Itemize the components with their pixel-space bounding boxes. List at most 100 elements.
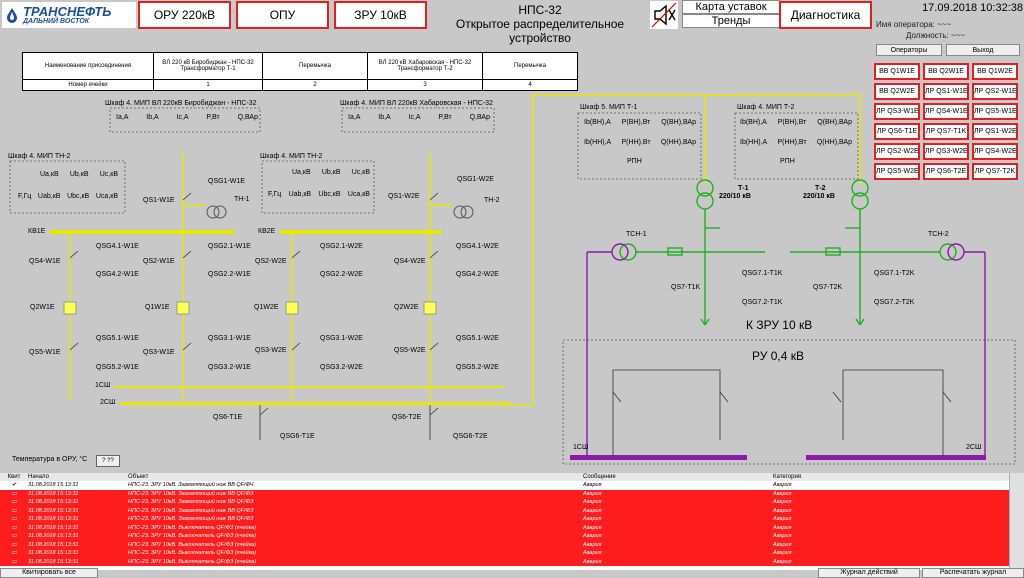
t1-panel [577, 112, 702, 180]
col-message[interactable]: Сообщение [583, 474, 616, 480]
label-qs4w1e: QS4-W1E [29, 258, 61, 265]
datetime-display: 17.09.2018 10:32:38 [922, 2, 1023, 14]
label-qsg41w1e: QSG4.1-W1E [96, 243, 139, 250]
nav-opu-button[interactable]: ОПУ [236, 1, 329, 29]
q1w2e-breaker [285, 301, 299, 315]
label-qsg72t1k: QSG7.2-T1K [742, 299, 783, 306]
breaker-button[interactable]: ЛР QS7-T2K [972, 163, 1018, 180]
label-qsg42w1e: QSG4.2-W1E [96, 271, 139, 278]
th-panel-1 [9, 160, 126, 214]
feeder-cell: ВЛ 220 кВ Биробиджан - НПС-32 Трансформа… [153, 52, 263, 80]
th1-title: Шкаф 4. МИП ТН-2 [8, 153, 71, 160]
label-t2: Т-2 [815, 185, 826, 192]
label-bus2: 2СШ [100, 399, 116, 406]
label-qs6t2e: QS6-T2E [392, 414, 422, 421]
label-qs5w2e: QS5-W2E [394, 347, 426, 354]
breaker-button[interactable]: ЛР QS4-W2E [972, 143, 1018, 160]
col-ack[interactable]: Квит [7, 474, 21, 480]
feeder-cell: ВЛ 220 кВ Хабаровская - НПС-32 Трансформ… [367, 52, 483, 80]
mip1-title: Шкаф 4. МИП ВЛ 220кВ Биробиджан - НПС-32 [105, 100, 257, 107]
trends-button[interactable]: Тренды [682, 14, 780, 28]
breaker-button[interactable]: ВВ Q2W2E [874, 83, 920, 100]
company-logo: ТРАНСНЕФТЬ ДАЛЬНИЙ ВОСТОК [2, 2, 136, 28]
t1-panel-title: Шкаф 5. МИП Т-1 [580, 104, 638, 111]
label-qs4w2e: QS4-W2E [394, 258, 426, 265]
breaker-button[interactable]: ЛР QS3-W1E [874, 103, 920, 120]
operator-position-label: Должность: ~~~ [906, 31, 965, 40]
label-th2: ТН-2 [484, 197, 500, 204]
label-qs3w1e: QS3-W1E [143, 349, 175, 356]
breaker-button[interactable]: ЛР QS6-T1E [874, 123, 920, 140]
label-qsg22w2e: QSG2.2-W2E [320, 271, 363, 278]
q2w2e-breaker [423, 301, 437, 315]
breaker-button[interactable]: ЛР QS3-W2E [923, 143, 969, 160]
th2-title: Шкаф 4. МИП ТН-2 [260, 153, 323, 160]
label-qsg32w1e: QSG3.2-W1E [208, 364, 251, 371]
q2w1e-breaker [63, 301, 77, 315]
ru04-frame [562, 339, 1016, 465]
logo-drop-icon [7, 8, 17, 23]
label-qsg6t1e: QSG6-T1E [280, 433, 315, 440]
sound-mute-icon[interactable] [650, 1, 678, 29]
breaker-button[interactable]: ВВ Q1W2E [972, 63, 1018, 80]
setpoints-map-button[interactable]: Карта уставок [682, 0, 780, 14]
breaker-button[interactable]: ЛР QS1-W2E [972, 123, 1018, 140]
exit-button[interactable]: Выход [946, 44, 1020, 56]
label-t1: Т-1 [738, 185, 749, 192]
print-journal-button[interactable]: Распечатать журнал [922, 568, 1024, 578]
feeder-table: Наименование присоединения ВЛ 220 кВ Бир… [22, 52, 578, 91]
label-kb2e: КВ2Е [258, 228, 276, 235]
label-qs1w2e: QS1-W2E [388, 193, 420, 200]
nav-oru-button[interactable]: ОРУ 220кВ [138, 1, 231, 29]
breaker-button[interactable]: ЛР QS2-W1E [972, 83, 1018, 100]
breaker-button[interactable]: ЛР QS5-W2E [874, 163, 920, 180]
label-qsg31w2e: QSG3.1-W2E [320, 335, 363, 342]
ru04-label: РУ 0,4 кВ [752, 349, 804, 363]
label-qsg42w2e: QSG4.2-W2E [456, 271, 499, 278]
alarm-scrollbar[interactable] [1009, 473, 1024, 570]
label-qsg52w1e: QSG5.2-W1E [96, 364, 139, 371]
label-qsg41w2e: QSG4.1-W2E [456, 243, 499, 250]
temperature-value: ? ?? [96, 455, 120, 467]
label-qsg6t2e: QSG6-T2E [453, 433, 488, 440]
breaker-button[interactable]: ЛР QS4-W1E [923, 103, 969, 120]
col-category[interactable]: Категория [773, 474, 802, 480]
breaker-button[interactable]: ЛР QS7-T1K [923, 123, 969, 140]
alarm-table: Квит Начало Объект Сообщение Категория ✔… [0, 473, 1009, 570]
breaker-button[interactable]: ЛР QS5-W1E [972, 103, 1018, 120]
diagnostics-button[interactable]: Диагностика [779, 1, 872, 29]
breaker-button[interactable]: ЛР QS2-W2E [874, 143, 920, 160]
mip2-title: Шкаф 4. МИП ВЛ 220кВ Хабаровская - НПС-3… [340, 100, 493, 107]
feeder-cell: Перемычка [482, 52, 578, 80]
breaker-button[interactable]: ЛР QS1-W1E [923, 83, 969, 100]
page-title: НПС-32 Открытое распределительное устрой… [455, 3, 625, 45]
operators-button[interactable]: Операторы [876, 44, 942, 56]
label-qsg1w2e: QSG1-W2E [457, 176, 494, 183]
breaker-button[interactable]: ВВ Q2W1E [923, 63, 969, 80]
label-qsg21w2e: QSG2.1-W2E [320, 243, 363, 250]
breaker-button[interactable]: ВВ Q1W1E [874, 63, 920, 80]
breaker-button[interactable]: ЛР QS6-T2E [923, 163, 969, 180]
ack-all-button[interactable]: Квитировать все [0, 568, 98, 578]
nav-zru-button[interactable]: ЗРУ 10кВ [334, 1, 427, 29]
col-object[interactable]: Объект [128, 474, 149, 480]
label-kb1e: КВ1Е [28, 228, 46, 235]
ru-bus-1 [570, 455, 747, 460]
col-start[interactable]: Начало [28, 474, 49, 480]
action-journal-button[interactable]: Журнал действий [818, 568, 920, 578]
